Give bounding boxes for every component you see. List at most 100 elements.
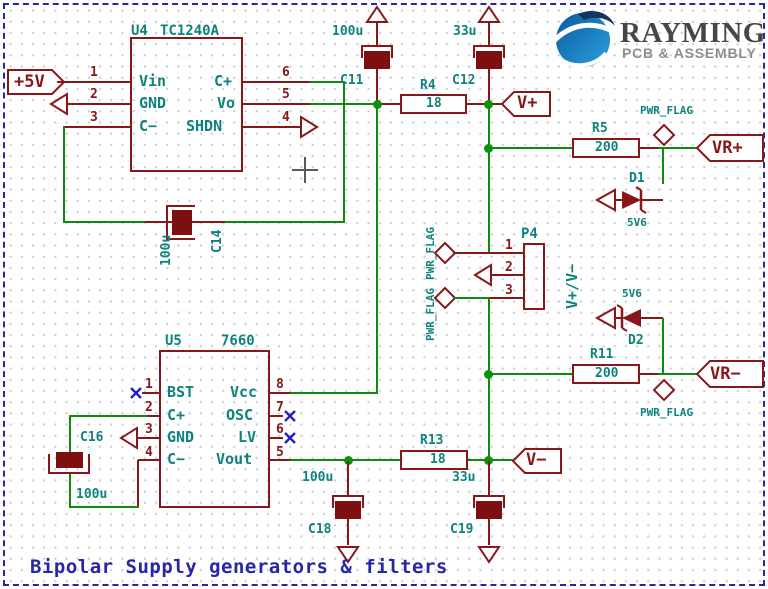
u5-pin4-name: C− (167, 450, 186, 468)
vplus-text: V+ (517, 93, 538, 113)
r5-body (572, 138, 640, 158)
p4-value: V+/V− (563, 263, 581, 309)
wire (192, 221, 225, 223)
p4-pin1-num: 1 (505, 238, 513, 253)
wire (69, 416, 71, 453)
r4-value: 18 (426, 96, 442, 111)
u5-pin2-name: C+ (167, 406, 186, 424)
u4-pin6-num: 6 (282, 65, 290, 80)
d2-ref: D2 (628, 333, 644, 348)
wire (488, 298, 490, 462)
r13-body (400, 450, 468, 470)
u4-pin1-num: 1 (90, 65, 98, 80)
capacitor-bracket (503, 45, 505, 58)
wire (347, 461, 349, 496)
wire (137, 460, 139, 508)
capacitor-bracket (88, 454, 90, 474)
rayming-logo-text: RAYMING (620, 17, 766, 49)
shdn-arrow-icon (300, 115, 319, 139)
p4-body (523, 243, 545, 310)
wire (270, 415, 283, 417)
p4-ref: P4 (521, 226, 538, 242)
wire (310, 103, 378, 105)
u4-pin3-name: C− (139, 117, 158, 135)
u4-pin4-num: 4 (282, 110, 290, 125)
wire (63, 221, 145, 223)
capacitor-body (364, 51, 390, 69)
u5-pin6-num: 6 (276, 422, 284, 437)
wire (658, 373, 697, 375)
wire (453, 297, 489, 299)
c19-ref: C19 (450, 522, 474, 537)
vminus-text: V− (526, 450, 547, 470)
pwr-flag-icon (433, 241, 457, 265)
wire (138, 459, 159, 461)
r13-value: 18 (430, 452, 446, 467)
capacitor-body (476, 51, 502, 69)
u4-pin5-num: 5 (282, 87, 290, 102)
junction-dot (344, 456, 353, 465)
u5-ref: U5 (165, 333, 182, 349)
pwr-flag-icon (433, 286, 457, 310)
u4-pin3-num: 3 (90, 110, 98, 125)
wire (347, 519, 349, 545)
c11-value: 100u (332, 24, 364, 39)
pwr-flag-icon (652, 378, 676, 402)
wire (63, 126, 65, 223)
wire (490, 274, 523, 276)
d1-value: 5V6 (627, 216, 647, 229)
r11-ref: R11 (590, 347, 614, 362)
u4-body (130, 37, 243, 172)
d1-ref: D1 (629, 171, 645, 186)
plus5v-power-label (7, 69, 66, 95)
wire (488, 104, 490, 254)
wire (376, 105, 378, 394)
c12-value: 33u (453, 24, 477, 39)
wire (142, 392, 159, 394)
u4-pin1-name: Vin (139, 72, 167, 90)
r11-value: 200 (595, 366, 619, 381)
c11-ref: C11 (340, 73, 364, 88)
vplus-power-label (500, 91, 551, 117)
r11-body (572, 364, 640, 384)
u5-pin7-name: OSC (226, 406, 254, 424)
capacitor-bracket (362, 495, 364, 508)
wire (662, 318, 664, 375)
capacitor-bracket (48, 472, 90, 474)
capacitor-body (172, 210, 192, 235)
wire (640, 147, 658, 149)
capacitor-bracket (361, 45, 393, 47)
r4-ref: R4 (420, 78, 436, 93)
r5-ref: R5 (592, 121, 608, 136)
pwr-flag-icon (652, 123, 676, 147)
c19-value: 33u (452, 470, 476, 485)
wire (488, 69, 490, 105)
junction-dot (484, 144, 493, 153)
wire (658, 147, 697, 149)
sheet-border (3, 3, 765, 586)
wire (225, 221, 345, 223)
wire (64, 126, 130, 128)
capacitor-bracket (332, 495, 364, 497)
wire (270, 459, 290, 461)
u4-pin6-name: C+ (214, 72, 233, 90)
capacitor-bracket (473, 495, 505, 497)
d1-zener-diode (594, 186, 663, 214)
capacitor-bracket (332, 495, 334, 508)
wire (145, 221, 173, 223)
junction-dot (484, 370, 493, 379)
r5-value: 200 (595, 140, 619, 155)
wire (376, 69, 378, 105)
u4-pin2-num: 2 (90, 87, 98, 102)
u4-pin4-name: SHDN (186, 117, 223, 135)
wire (290, 392, 378, 394)
junction-dot (373, 100, 382, 109)
wire (243, 81, 310, 83)
wire (136, 437, 159, 439)
u5-pin8-name: Vcc (230, 383, 258, 401)
power-down-arrow-icon (477, 546, 501, 564)
c12-ref: C12 (452, 73, 476, 88)
r4-body (400, 94, 467, 114)
u5-pin1-name: BST (167, 383, 195, 401)
vrplus-power-label (695, 134, 764, 162)
